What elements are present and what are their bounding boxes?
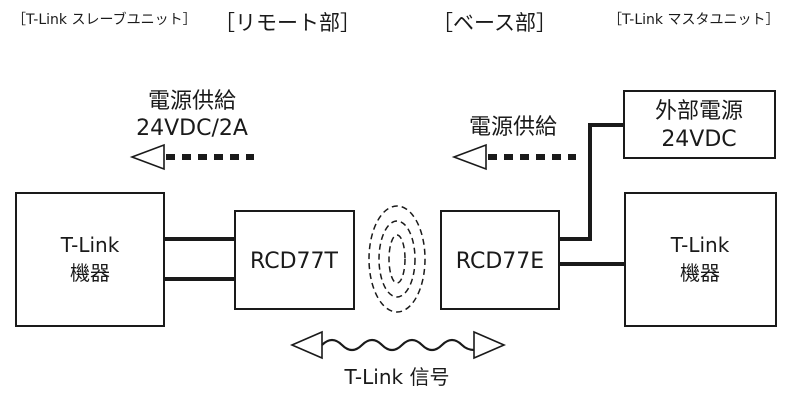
header-remote: ［リモート部］ bbox=[214, 11, 361, 35]
left-device-box bbox=[15, 192, 165, 327]
left-power-spec: 24VDC/2A bbox=[136, 116, 248, 141]
right-device-name: T-Link bbox=[670, 233, 730, 257]
right-device-type: 機器 bbox=[680, 261, 720, 285]
left-power-title: 電源供給 bbox=[148, 89, 236, 114]
left-device-type: 機器 bbox=[70, 261, 110, 285]
remote-unit-box bbox=[234, 210, 355, 310]
right-power-title: 電源供給 bbox=[469, 115, 557, 140]
base-unit-label: RCD77E bbox=[456, 249, 544, 274]
external-power-title: 外部電源 bbox=[655, 99, 743, 124]
right-device-box bbox=[624, 192, 777, 327]
right-power-arrow bbox=[451, 143, 576, 171]
external-power-voltage: 24VDC bbox=[661, 127, 736, 152]
signal-wave bbox=[321, 338, 493, 352]
header-slave-unit: ［T-Link スレーブユニット］ bbox=[12, 11, 197, 28]
base-unit-box bbox=[440, 210, 560, 310]
signal-arrowhead-right bbox=[473, 330, 507, 360]
signal-arrowhead-left bbox=[289, 330, 323, 360]
right-power-arrowhead bbox=[451, 143, 487, 171]
header-master-unit: ［T-Link マスタユニット］ bbox=[608, 12, 779, 28]
signal-wave-arrow bbox=[289, 330, 507, 360]
header-base: ［ベース部］ bbox=[432, 11, 557, 35]
signal-label: T-Link 信号 bbox=[344, 365, 450, 389]
wireless-signal-icon bbox=[368, 205, 426, 313]
left-power-arrow bbox=[129, 143, 254, 171]
external-power-box bbox=[623, 90, 776, 159]
left-device-name: T-Link bbox=[60, 233, 120, 257]
external-power-wire bbox=[559, 123, 624, 241]
remote-unit-label: RCD77T bbox=[250, 249, 338, 274]
left-power-arrowhead bbox=[129, 143, 165, 171]
